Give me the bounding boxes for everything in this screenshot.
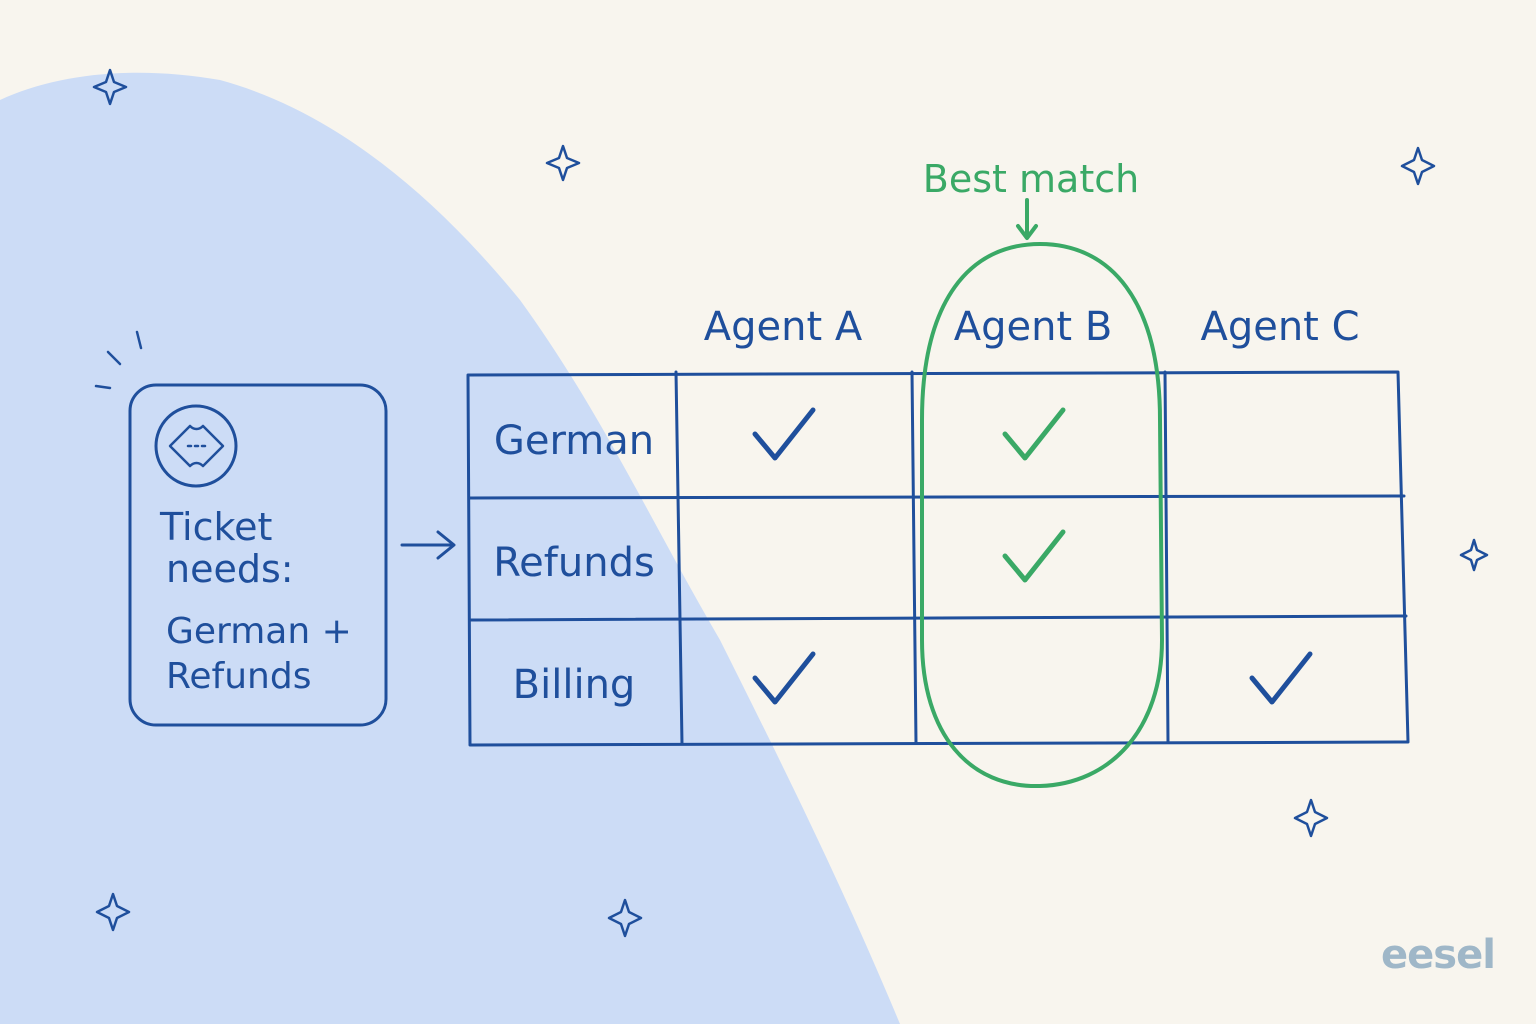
- sparkle-icons: [92, 68, 1489, 938]
- emphasis-marks: [94, 330, 143, 390]
- ticket-title-line2: needs:: [166, 547, 294, 591]
- check-marks: [752, 407, 1313, 705]
- check-mark-icon: [1002, 407, 1066, 461]
- sparkle-icon: [95, 892, 131, 932]
- eesel-logo: eesel: [1381, 932, 1496, 978]
- sparkle-icon: [607, 898, 643, 938]
- check-mark-icon: [752, 651, 816, 705]
- ticket-icon: [154, 404, 238, 488]
- agent-header: Agent C: [1200, 304, 1359, 350]
- ticket-needs-line2: Refunds: [166, 656, 311, 697]
- sparkle-icon: [1293, 798, 1329, 838]
- skills-table: Agent A Agent B Agent C GermanRefundsBilli…: [466, 304, 1410, 747]
- agent-header: Agent A: [704, 304, 863, 350]
- ticket-title-line1: Ticket: [159, 505, 272, 549]
- sparkle-icon: [92, 68, 128, 106]
- skill-label: Refunds: [493, 540, 655, 586]
- best-match-label: Best match: [923, 157, 1139, 201]
- agent-header: Agent B: [954, 304, 1113, 350]
- best-match-oval: [920, 242, 1164, 789]
- ticket-needs-line1: German +: [166, 611, 352, 652]
- sparkle-icon: [1400, 146, 1436, 186]
- skill-label: Billing: [513, 662, 636, 708]
- check-mark-icon: [1002, 529, 1066, 583]
- flow-arrow: [400, 530, 456, 560]
- best-match-highlight: Best match: [920, 157, 1164, 789]
- check-mark-icon: [1249, 651, 1313, 705]
- ticket-card: Ticket needs: German + Refunds: [94, 330, 388, 727]
- sparkle-icon: [545, 144, 581, 182]
- table-grid: [466, 370, 1410, 747]
- sparkle-icon: [1459, 538, 1489, 572]
- best-match-arrow: [1016, 198, 1038, 240]
- check-mark-icon: [752, 407, 816, 461]
- agent-headers: Agent A Agent B Agent C: [704, 304, 1360, 350]
- skill-label: German: [494, 418, 654, 464]
